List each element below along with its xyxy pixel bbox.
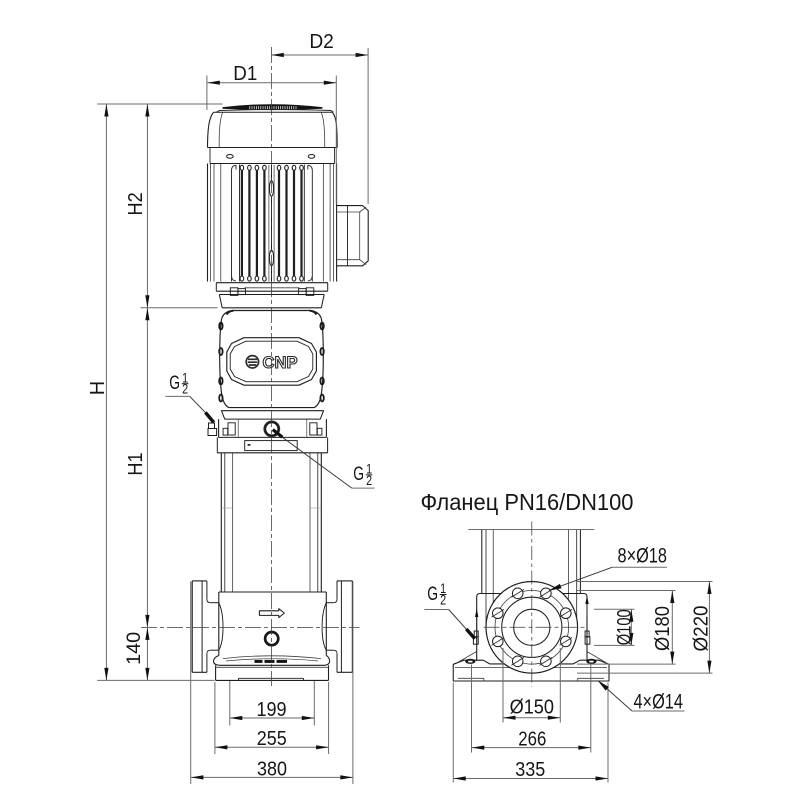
svg-text:Ø180: Ø180 [651, 606, 674, 651]
svg-text:H1: H1 [125, 452, 147, 475]
svg-text:2: 2 [182, 382, 188, 397]
svg-text:1: 1 [182, 370, 188, 385]
svg-text:D1: D1 [233, 63, 257, 85]
svg-text:Ø100: Ø100 [614, 609, 635, 645]
svg-text:2: 2 [366, 473, 372, 488]
svg-text:380: 380 [257, 759, 287, 781]
svg-text:335: 335 [515, 759, 545, 781]
svg-text:Ø150: Ø150 [510, 696, 554, 719]
svg-text:4×Ø14: 4×Ø14 [633, 690, 683, 713]
svg-text:266: 266 [518, 728, 546, 750]
svg-text:140: 140 [123, 632, 145, 665]
svg-text:H2: H2 [125, 192, 147, 215]
svg-text:G: G [169, 373, 180, 394]
svg-text:G: G [353, 464, 364, 485]
svg-text:Ø220: Ø220 [690, 606, 713, 652]
svg-text:255: 255 [257, 728, 287, 750]
svg-text:H: H [87, 381, 109, 395]
svg-text:D2: D2 [309, 31, 334, 53]
svg-text:199: 199 [257, 699, 287, 721]
svg-text:2: 2 [440, 593, 446, 608]
svg-text:G: G [427, 584, 438, 605]
svg-text:Фланец PN16/DN100: Фланец PN16/DN100 [421, 489, 634, 515]
svg-text:CNP: CNP [263, 354, 298, 372]
svg-text:1: 1 [440, 581, 446, 596]
svg-text:8×Ø18: 8×Ø18 [618, 544, 667, 567]
svg-text:1: 1 [366, 462, 372, 477]
